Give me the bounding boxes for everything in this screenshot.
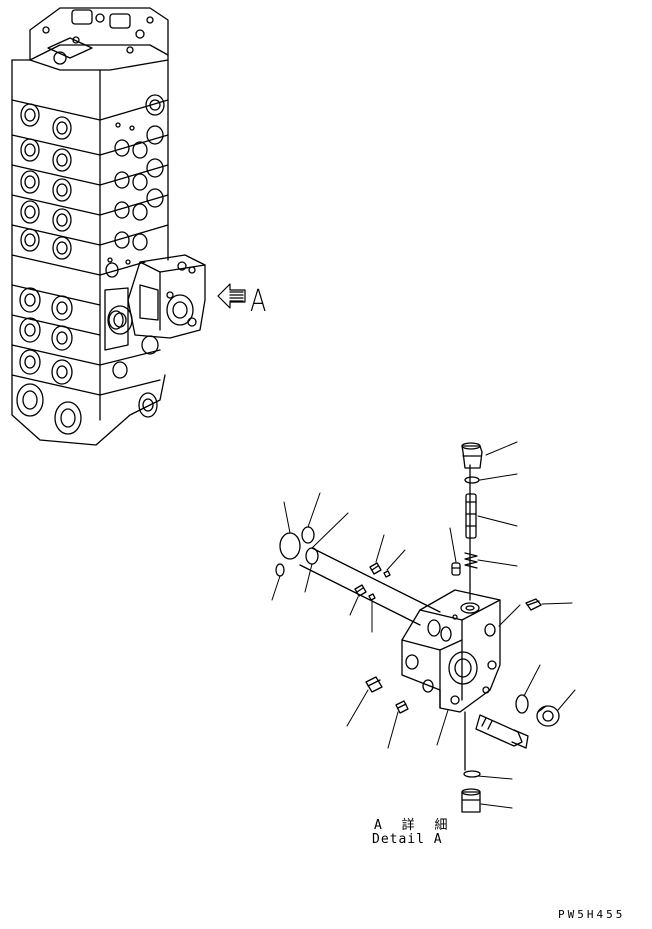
detail-a-exploded-view	[271, 441, 576, 813]
long-bolt	[475, 714, 529, 749]
pin-upper	[383, 570, 391, 578]
side-plug-right	[525, 598, 542, 611]
valve-sections	[11, 99, 169, 396]
detail-title-jp: A 詳 細	[374, 818, 454, 833]
valve-body-block	[401, 589, 501, 713]
spool	[465, 493, 477, 539]
o-ring-bottom	[463, 770, 481, 778]
o-ring-small-left	[275, 563, 285, 577]
view-arrow-icon	[217, 283, 246, 309]
large-plug-right	[536, 705, 560, 727]
plug-lower-mid	[395, 700, 409, 714]
valve-ports-left	[16, 103, 82, 435]
o-ring-medium-1	[301, 526, 315, 544]
o-ring-right	[515, 694, 529, 714]
drawing-code: PW5H455	[558, 908, 626, 921]
plug-lower-left	[365, 676, 383, 693]
small-plug-left-top	[451, 562, 461, 576]
view-label: A	[250, 284, 267, 319]
o-ring-top	[464, 476, 480, 484]
check-valve-upper	[369, 562, 382, 575]
detail-title-en: Detail A	[372, 832, 443, 847]
control-valve-assembly	[11, 7, 206, 446]
leader-lines	[271, 441, 576, 809]
section-a-module	[104, 254, 206, 351]
o-ring-large	[279, 532, 301, 560]
spring	[464, 552, 478, 569]
check-valve-lower	[354, 584, 367, 597]
pin-lower	[368, 593, 376, 601]
bottom-plug	[461, 788, 481, 813]
top-plug	[461, 442, 483, 469]
valve-ports-right	[105, 94, 165, 418]
